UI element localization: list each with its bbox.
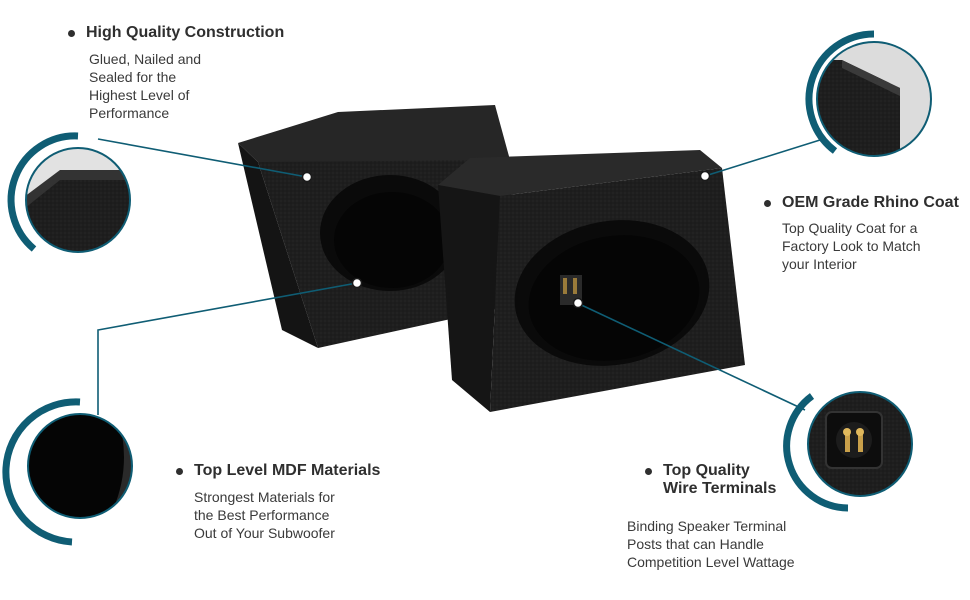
feature-description: Top Quality Coat for a Factory Look to M… [782,219,959,273]
feature-description-line: Competition Level Wattage [627,554,795,570]
callout-dot [301,171,313,183]
detail-zoom-circle-construction [7,132,131,253]
feature-description-line: your Interior [782,256,857,272]
detail-zoom-circle-terminals [783,391,913,512]
feature-description-line: Sealed for the [89,69,177,85]
feature-description-line: Top Quality Coat for a [782,220,918,236]
feature-coat: OEM Grade Rhino Coat Top Quality Coat fo… [764,194,959,273]
callout-dot [699,170,711,182]
callout-dot [572,297,584,309]
callout-lines [97,138,821,415]
feature-description-line: Performance [89,105,170,121]
feature-title-line: Top Quality [663,462,750,479]
feature-description-line: Highest Level of [89,87,190,103]
feature-description-line: Factory Look to Match [782,238,921,254]
callout-dot [351,277,363,289]
feature-mdf: Top Level MDF Materials Strongest Materi… [176,462,380,542]
feature-description-line: Posts that can Handle [627,536,764,552]
feature-description: Strongest Materials for the Best Perform… [194,488,380,542]
detail-zoom-circle-mdf [2,398,133,546]
feature-title: Top Quality Wire Terminals [645,462,776,498]
feature-description: Glued, Nailed and Sealed for the Highest… [89,50,284,122]
feature-title: High Quality Construction [68,24,284,42]
speaker-box-right [438,150,745,412]
feature-construction: High Quality Construction Glued, Nailed … [68,24,284,122]
feature-description-line: Glued, Nailed and [89,51,202,67]
callout-dots [301,170,711,309]
feature-terminals: Top Quality Wire Terminals [645,462,776,498]
feature-description-line: the Best Performance [194,507,330,523]
feature-title-line: Wire Terminals [663,480,777,497]
feature-description-line: Strongest Materials for [194,489,335,505]
feature-terminals-description: Binding Speaker Terminal Posts that can … [627,510,795,571]
feature-title: OEM Grade Rhino Coat [764,194,959,212]
feature-title: Top Level MDF Materials [176,462,380,480]
feature-description-line: Out of Your Subwoofer [194,525,335,541]
detail-zoom-circle-coat [805,30,932,157]
feature-description: Binding Speaker Terminal Posts that can … [627,517,795,571]
feature-description-line: Binding Speaker Terminal [627,518,787,534]
